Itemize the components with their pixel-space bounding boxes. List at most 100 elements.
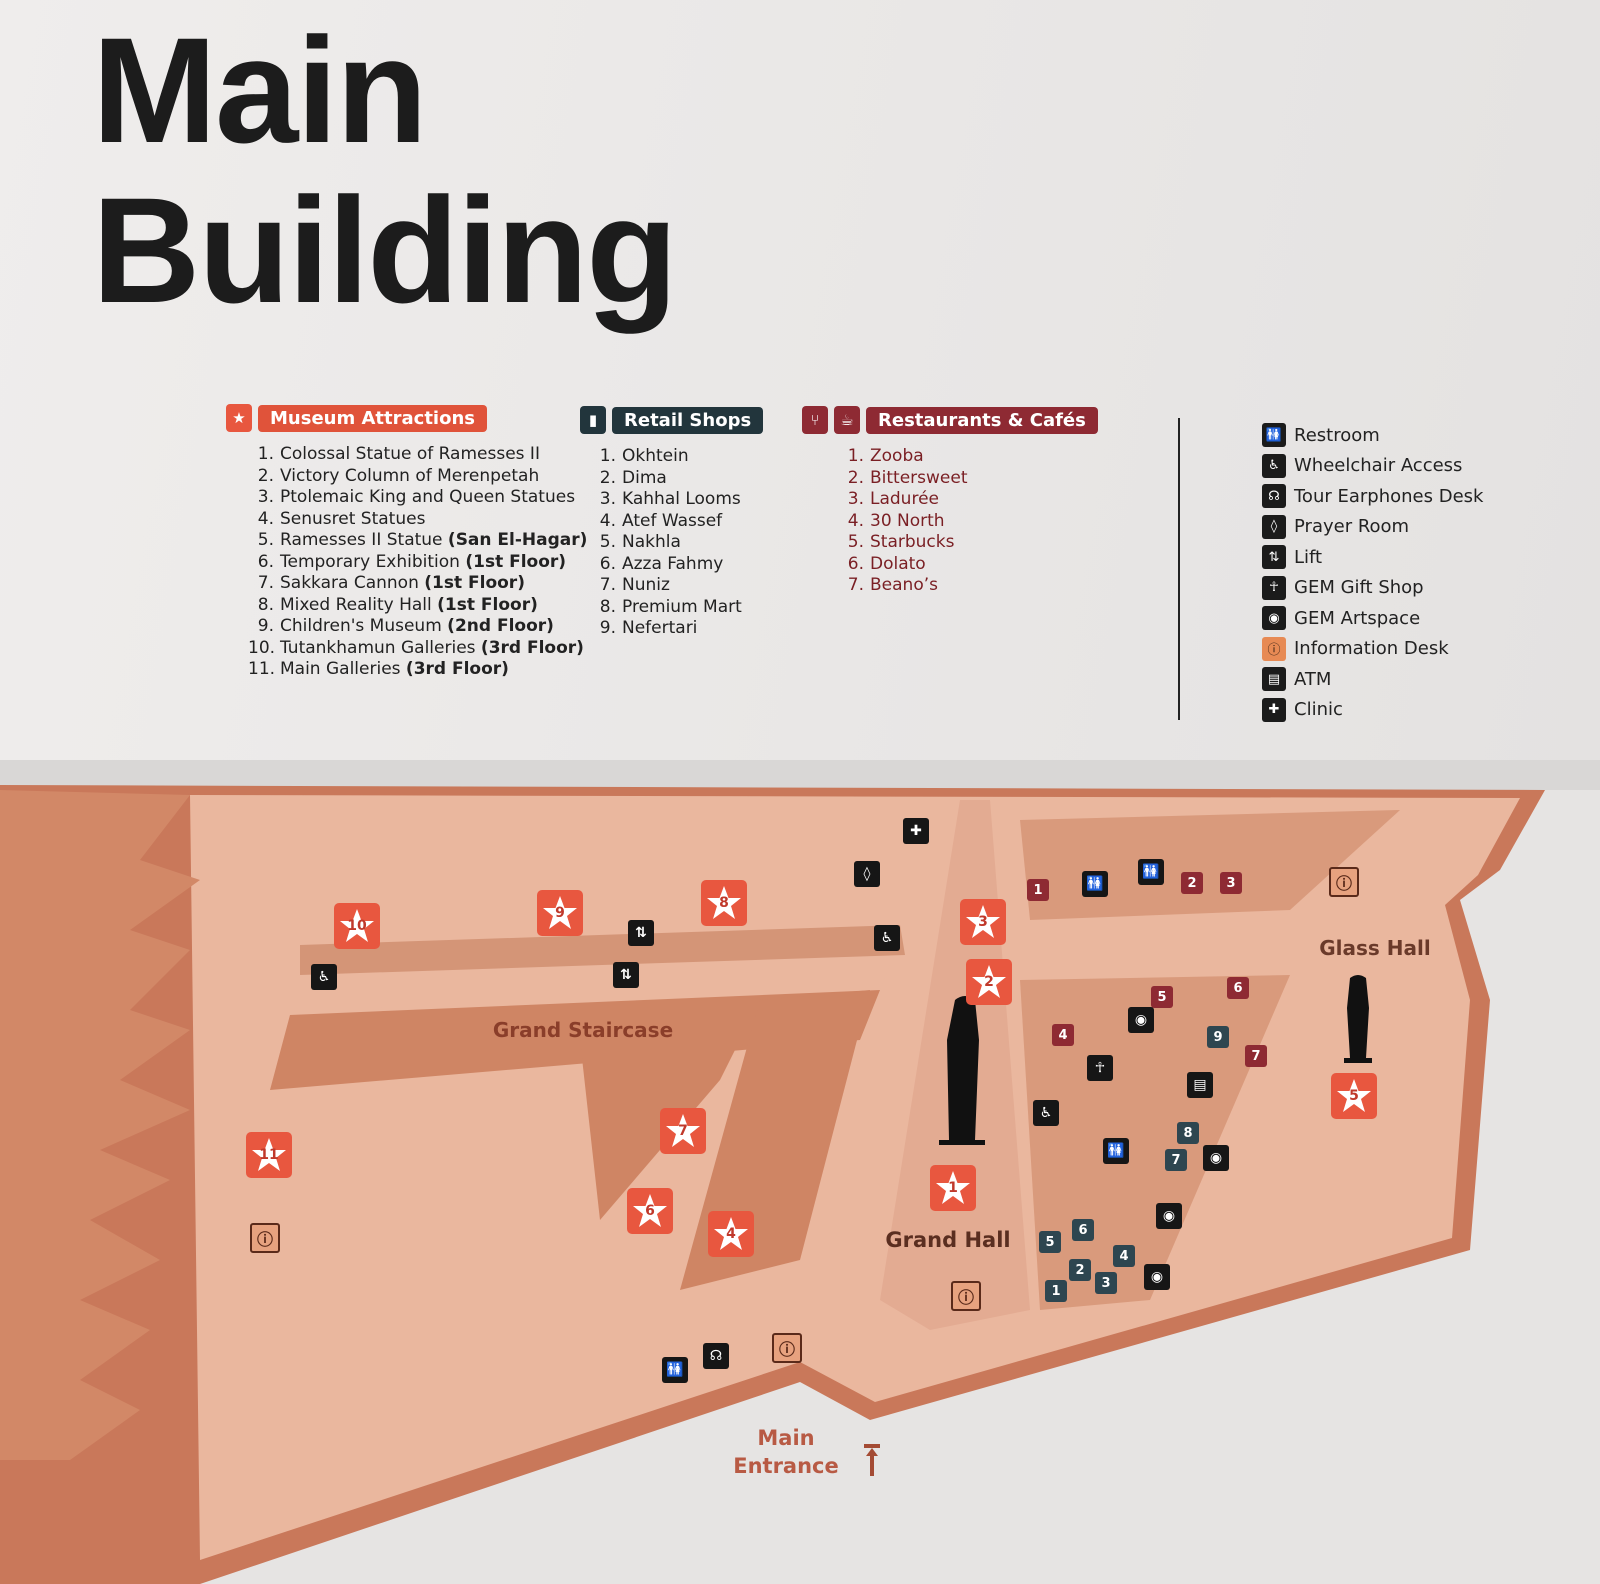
attraction-list-item: 6.Temporary Exhibition (1st Floor) xyxy=(248,552,587,574)
statue-silhouettes xyxy=(939,975,1372,1145)
lift-icon[interactable]: ⇅ xyxy=(613,962,639,988)
star-icon xyxy=(714,1217,748,1250)
amenities-legend: 🚻Restroom♿Wheelchair Access☊Tour Earphon… xyxy=(1262,420,1483,725)
attraction-list-item: 9.Children's Museum (2nd Floor) xyxy=(248,616,587,638)
amenity-legend-item: ☊Tour Earphones Desk xyxy=(1262,481,1483,512)
retail-heading: Retail Shops xyxy=(612,406,764,434)
item-floor: (1st Floor) xyxy=(437,594,538,615)
sign-fold xyxy=(0,760,1600,790)
amenity-legend-item: ✚Clinic xyxy=(1262,695,1483,726)
restroom-icon: 🚻 xyxy=(1262,423,1286,448)
clinic-icon: ✚ xyxy=(1262,697,1286,722)
prayer-room-icon[interactable]: ◊ xyxy=(854,861,880,887)
item-number: 6. xyxy=(257,551,274,572)
amenity-legend-item: ♿Wheelchair Access xyxy=(1262,451,1483,482)
item-text: Nefertari xyxy=(622,618,698,638)
eye-of-horus-icon[interactable]: ◉ xyxy=(1128,1007,1154,1033)
title-line-2: Building xyxy=(92,166,678,334)
star-icon xyxy=(972,965,1006,998)
restaurant-marker[interactable]: 3 xyxy=(1220,872,1242,894)
wheelchair-icon[interactable]: ♿ xyxy=(311,964,337,990)
item-number: 2. xyxy=(257,465,274,486)
item-number: 5. xyxy=(847,532,864,552)
retail-marker[interactable]: 7 xyxy=(1165,1149,1187,1171)
item-number: 6. xyxy=(847,553,864,574)
attraction-marker[interactable]: 7 xyxy=(660,1108,706,1154)
amenity-label: GEM Artspace xyxy=(1294,607,1421,629)
item-text: Mixed Reality Hall xyxy=(280,594,438,615)
info-icon[interactable]: ⓘ xyxy=(250,1223,280,1253)
retail-marker[interactable]: 2 xyxy=(1069,1259,1091,1281)
retail-list-item: 9.Nefertari xyxy=(598,618,742,640)
item-number: 8. xyxy=(257,594,274,615)
retail-marker[interactable]: 9 xyxy=(1207,1026,1229,1048)
restaurant-marker[interactable]: 4 xyxy=(1052,1024,1074,1046)
atm-icon[interactable]: ▤ xyxy=(1187,1072,1213,1098)
restroom-icon[interactable]: 🚻 xyxy=(1103,1138,1129,1164)
item-text: Azza Fahmy xyxy=(622,553,724,574)
eye-of-horus-icon[interactable]: ◉ xyxy=(1203,1145,1229,1171)
eye-of-horus-icon: ◉ xyxy=(1262,606,1286,631)
restroom-icon[interactable]: 🚻 xyxy=(662,1357,688,1383)
retail-legend-header: ▮ Retail Shops xyxy=(580,406,764,434)
wheelchair-icon[interactable]: ♿ xyxy=(874,925,900,951)
attraction-marker[interactable]: 11 xyxy=(246,1132,292,1178)
attraction-marker[interactable]: 6 xyxy=(627,1188,673,1234)
wheelchair-icon[interactable]: ♿ xyxy=(1033,1100,1059,1126)
item-text: Nuniz xyxy=(622,575,670,595)
restroom-icon[interactable]: 🚻 xyxy=(1138,859,1164,885)
item-number: 8. xyxy=(599,596,616,617)
clinic-icon[interactable]: ✚ xyxy=(903,818,929,844)
item-text: Nakhla xyxy=(622,532,681,552)
item-text: Victory Column of Merenpetah xyxy=(280,465,540,486)
info-icon[interactable]: ⓘ xyxy=(951,1281,981,1311)
entrance-arrowhead xyxy=(866,1448,878,1456)
restaurant-marker[interactable]: 5 xyxy=(1151,986,1173,1008)
retail-marker[interactable]: 4 xyxy=(1113,1245,1135,1267)
info-icon[interactable]: ⓘ xyxy=(772,1333,802,1363)
item-number: 11. xyxy=(248,659,276,679)
item-text: Ladurée xyxy=(870,489,939,509)
attraction-marker[interactable]: 9 xyxy=(537,890,583,936)
info-icon[interactable]: ⓘ xyxy=(1329,867,1359,897)
item-number: 1. xyxy=(257,444,274,464)
restaurant-marker[interactable]: 2 xyxy=(1181,872,1203,894)
attraction-marker[interactable]: 8 xyxy=(701,880,747,926)
lift-icon: ⇅ xyxy=(1262,545,1286,570)
lift-icon[interactable]: ⇅ xyxy=(628,920,654,946)
restroom-icon[interactable]: 🚻 xyxy=(1082,871,1108,897)
restaurant-marker[interactable]: 1 xyxy=(1027,879,1049,901)
attraction-marker[interactable]: 5 xyxy=(1331,1073,1377,1119)
ankh-icon[interactable]: ☥ xyxy=(1087,1055,1113,1081)
retail-list-item: 4.Atef Wassef xyxy=(598,511,742,533)
attraction-marker[interactable]: 2 xyxy=(966,959,1012,1005)
retail-marker[interactable]: 3 xyxy=(1095,1272,1117,1294)
eye-of-horus-icon[interactable]: ◉ xyxy=(1144,1264,1170,1290)
amenity-label: Lift xyxy=(1294,546,1323,568)
item-text: Atef Wassef xyxy=(622,510,723,531)
fork-knife-icon: ⑂ xyxy=(802,406,828,434)
item-text: Starbucks xyxy=(870,532,955,552)
retail-marker[interactable]: 8 xyxy=(1177,1122,1199,1144)
map-floor xyxy=(190,795,1520,1560)
restaurant-marker[interactable]: 6 xyxy=(1227,977,1249,999)
attraction-marker[interactable]: 3 xyxy=(960,899,1006,945)
item-text: Temporary Exhibition xyxy=(280,551,466,572)
attraction-marker[interactable]: 1 xyxy=(930,1165,976,1211)
coffee-cup-icon: ☕ xyxy=(834,406,860,434)
headphones-icon[interactable]: ☊ xyxy=(703,1343,729,1369)
item-text: Main Galleries xyxy=(280,659,406,679)
attraction-marker[interactable]: 4 xyxy=(708,1211,754,1257)
info-icon: ⓘ xyxy=(1262,636,1286,661)
attraction-marker[interactable]: 10 xyxy=(334,903,380,949)
retail-marker[interactable]: 6 xyxy=(1072,1219,1094,1241)
restaurant-list-item: 5. Starbucks xyxy=(846,532,968,554)
retail-marker[interactable]: 1 xyxy=(1045,1280,1067,1302)
restaurant-list-item: 2.Bittersweet xyxy=(846,468,968,490)
restaurant-marker[interactable]: 7 xyxy=(1245,1045,1267,1067)
eye-of-horus-icon[interactable]: ◉ xyxy=(1156,1203,1182,1229)
item-text: Ramesses II Statue xyxy=(280,530,448,550)
item-number: 7. xyxy=(257,573,274,593)
main-entrance-label[interactable]: Main Entrance xyxy=(733,1424,839,1480)
retail-marker[interactable]: 5 xyxy=(1039,1231,1061,1253)
